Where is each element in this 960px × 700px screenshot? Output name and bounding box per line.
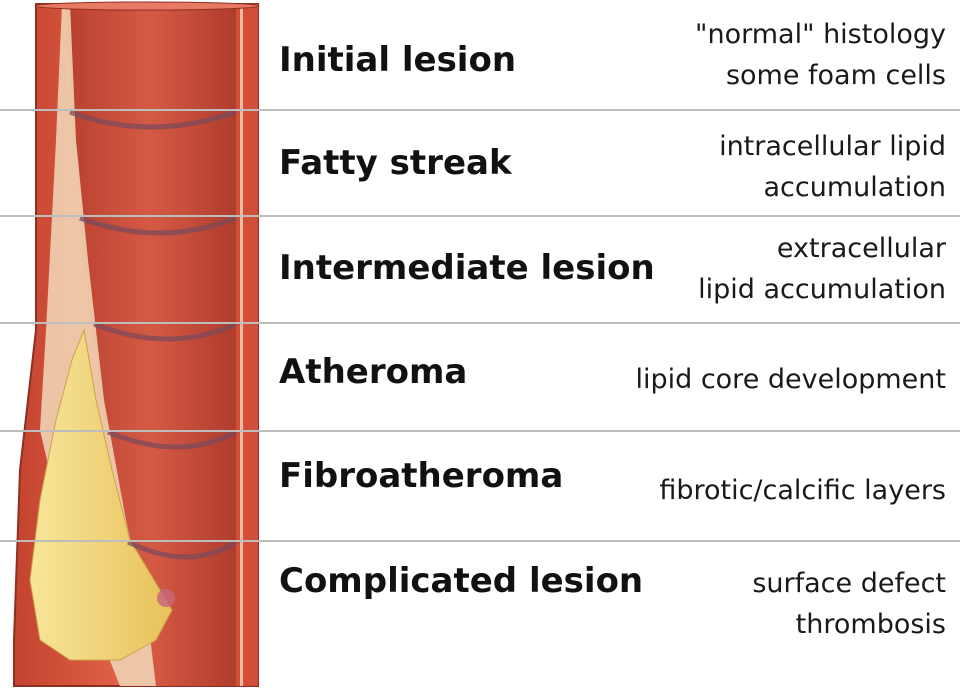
desc-line: thrombosis bbox=[795, 609, 946, 640]
stage-desc-fatty-streak: intracellular lipid accumulation bbox=[719, 126, 946, 208]
stage-desc-complicated-lesion: surface defect thrombosis bbox=[752, 563, 946, 645]
desc-line: some foam cells bbox=[725, 60, 946, 91]
desc-line: extracellular bbox=[776, 233, 946, 264]
artery-lumen bbox=[66, 4, 236, 686]
stage-title-fibroatheroma: Fibroatheroma bbox=[279, 456, 564, 496]
desc-line: intracellular lipid bbox=[719, 131, 946, 162]
desc-line: "normal" histology bbox=[695, 19, 946, 50]
right-wall-edge bbox=[236, 4, 258, 686]
stage-title-intermediate-lesion: Intermediate lesion bbox=[279, 248, 655, 288]
thrombus-mark bbox=[157, 589, 175, 607]
desc-line: lipid accumulation bbox=[698, 274, 946, 305]
stage-title-initial-lesion: Initial lesion bbox=[279, 40, 517, 80]
desc-line: surface defect bbox=[752, 568, 946, 599]
divider-1 bbox=[0, 109, 960, 111]
top-rim bbox=[34, 1, 260, 11]
divider-4 bbox=[0, 430, 960, 432]
stage-desc-intermediate-lesion: extracellular lipid accumulation bbox=[698, 228, 946, 310]
stage-title-complicated-lesion: Complicated lesion bbox=[279, 561, 644, 601]
plaque-core bbox=[29, 328, 173, 661]
desc-line: fibrotic/calcific layers bbox=[659, 475, 946, 506]
stage-title-atheroma: Atheroma bbox=[279, 352, 468, 392]
artery-illustration bbox=[13, 1, 260, 687]
divider-5 bbox=[0, 540, 960, 542]
desc-line: accumulation bbox=[763, 172, 946, 203]
segment-rings bbox=[69, 109, 238, 560]
divider-3 bbox=[0, 322, 960, 324]
stage-desc-initial-lesion: "normal" histology some foam cells bbox=[695, 14, 946, 96]
stage-desc-fibroatheroma: fibrotic/calcific layers bbox=[659, 470, 946, 511]
stage-desc-atheroma: lipid core development bbox=[635, 359, 946, 400]
divider-2 bbox=[0, 215, 960, 217]
desc-line: lipid core development bbox=[635, 364, 946, 395]
stage-title-fatty-streak: Fatty streak bbox=[279, 143, 512, 183]
